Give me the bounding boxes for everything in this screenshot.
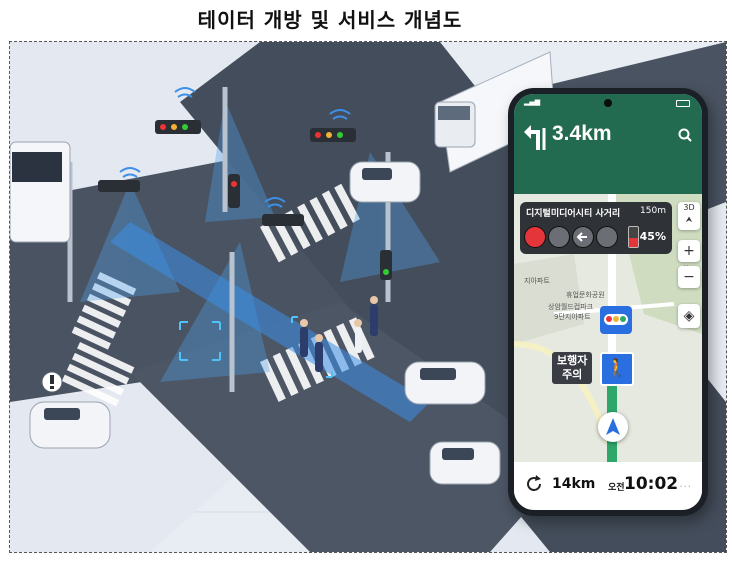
- warning-line2: 주의: [562, 368, 583, 381]
- detection-frames: [179, 316, 333, 378]
- 3d-view-button[interactable]: 3D ⮝: [678, 202, 700, 230]
- alert-marker: [41, 371, 63, 393]
- signal-bars-icon: ▂▄▆: [524, 98, 541, 106]
- left-arrow-lamp-icon: [572, 226, 594, 248]
- gauge-fill: [629, 238, 638, 247]
- remaining-distance: 14km: [552, 476, 596, 492]
- off-lamp-icon: [548, 226, 570, 248]
- arrival-time: 10:02: [624, 474, 679, 494]
- map-label-park: 휴업문화공원: [566, 291, 605, 299]
- crossing-distance: 150m: [640, 206, 666, 216]
- ampm-label: 오전: [608, 483, 625, 493]
- crossing-signal-card: 디지털미디어시티 사거리 150m 45%: [520, 202, 672, 254]
- zoom-in-button[interactable]: +: [678, 240, 700, 262]
- navigation-header: ▂▄▆ 3.4km: [514, 94, 702, 194]
- turn-left-icon: [524, 125, 546, 150]
- concept-illustration: ▂▄▆ 3.4km: [9, 41, 727, 553]
- off-lamp-icon: [596, 226, 618, 248]
- more-icon[interactable]: ···: [679, 482, 692, 493]
- refresh-icon[interactable]: [524, 474, 544, 494]
- map-label-apt1: 상암월드컵파크: [548, 303, 594, 311]
- bus: [10, 141, 71, 243]
- map-label-poi: 지아파트: [524, 277, 550, 285]
- traffic-light-icon: [604, 314, 628, 325]
- trip-summary-bar: 14km 오전 10:02 ···: [514, 462, 702, 510]
- pedestrian-warning: 보행자 주의: [552, 352, 593, 384]
- wifi-icons: [119, 87, 351, 208]
- battery-icon: [676, 100, 690, 107]
- zoom-out-button[interactable]: −: [678, 266, 700, 288]
- crosswalks: [61, 183, 375, 407]
- signal-percent: 45%: [639, 230, 666, 243]
- page-title: 테이터 개방 및 서비스 개념도: [197, 8, 463, 32]
- map-label-apt2: 9단지아파트: [554, 313, 591, 321]
- turn-distance: 3.4km: [552, 122, 612, 145]
- navigation-screen: ▂▄▆ 3.4km: [514, 94, 702, 510]
- layers-icon[interactable]: ◈: [678, 304, 700, 328]
- pedestrian-crossing-icon: 🚶: [600, 352, 634, 386]
- pedestrians: [300, 296, 378, 372]
- signal-lamps: 45%: [524, 224, 668, 250]
- traffic-light-sign: [600, 306, 632, 334]
- truck: [434, 51, 556, 173]
- crossing-name: 디지털미디어시티 사거리: [526, 209, 621, 219]
- flow-arrow: [110, 222, 430, 422]
- search-icon[interactable]: [678, 128, 692, 142]
- current-position-icon: [598, 412, 628, 442]
- smartphone: ▂▄▆ 3.4km: [508, 88, 708, 516]
- camera-dot: [604, 99, 612, 107]
- warning-line1: 보행자: [557, 354, 588, 367]
- compass-icon: ⮝: [685, 215, 693, 224]
- red-lamp-icon: [524, 226, 546, 248]
- signal-remaining-gauge: [628, 226, 639, 248]
- 3d-label: 3D: [683, 203, 695, 212]
